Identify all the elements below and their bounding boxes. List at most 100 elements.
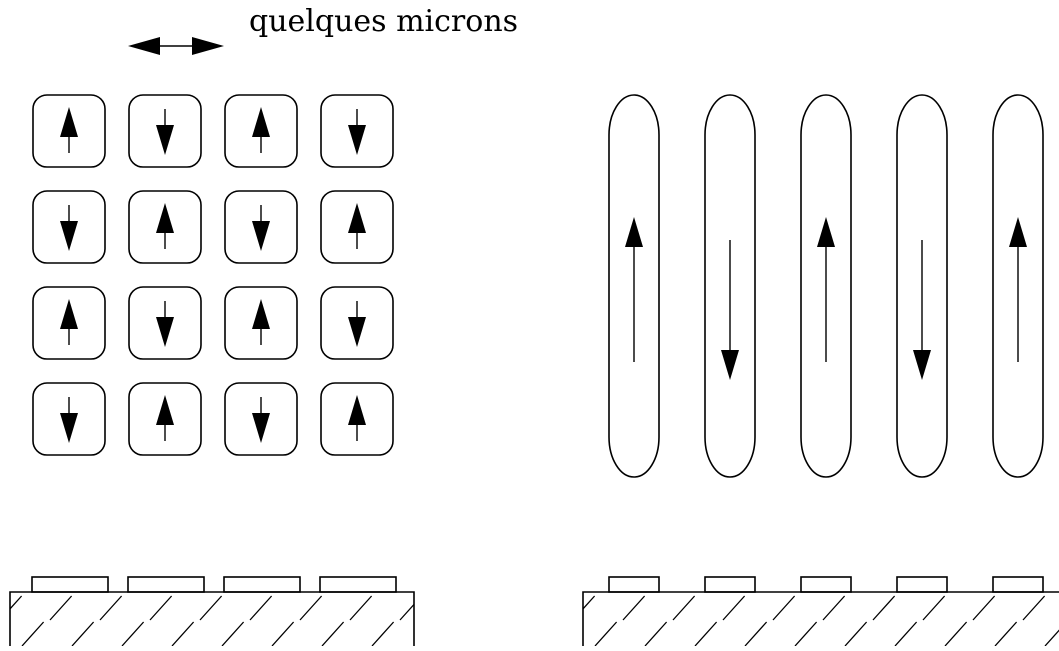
square-dot bbox=[224, 94, 298, 168]
magnetic-pad bbox=[608, 576, 660, 593]
arrow-head bbox=[156, 395, 174, 425]
square-dot bbox=[320, 190, 394, 264]
hatch-stroke bbox=[71, 621, 95, 646]
square-dot bbox=[128, 94, 202, 168]
magnetization-down-arrow-icon bbox=[913, 240, 931, 380]
hatch-stroke bbox=[722, 595, 746, 621]
magnetization-down-arrow-icon bbox=[60, 397, 78, 443]
substrate-hatching bbox=[583, 595, 1059, 646]
hatch-stroke bbox=[199, 595, 223, 621]
magnetic-pad bbox=[800, 576, 852, 593]
hatch-stroke bbox=[149, 595, 173, 621]
magnetization-up-arrow-icon bbox=[817, 217, 835, 362]
magnetization-up-arrow-icon bbox=[348, 395, 366, 441]
hatch-stroke bbox=[794, 621, 818, 646]
hatch-stroke bbox=[271, 621, 295, 646]
hatch-stroke bbox=[171, 621, 195, 646]
magnetization-up-arrow-icon bbox=[156, 395, 174, 441]
magnetic-pad bbox=[319, 576, 397, 593]
hatch-stroke bbox=[872, 595, 896, 621]
hatch-stroke bbox=[694, 621, 718, 646]
magnetization-down-arrow-icon bbox=[252, 397, 270, 443]
square-dot bbox=[224, 190, 298, 264]
magnetization-up-arrow-icon bbox=[1009, 217, 1027, 362]
hatch-stroke bbox=[10, 595, 23, 610]
magnetization-up-arrow-icon bbox=[156, 203, 174, 249]
arrow-head bbox=[913, 350, 931, 380]
hatch-stroke bbox=[594, 621, 618, 646]
arrow-head bbox=[348, 203, 366, 233]
arrow-head bbox=[156, 125, 174, 155]
square-dot bbox=[128, 382, 202, 456]
magnetization-up-arrow-icon bbox=[348, 203, 366, 249]
stripe bbox=[896, 94, 948, 478]
hatch-stroke bbox=[972, 595, 996, 621]
hatch-stroke bbox=[1044, 629, 1059, 646]
scale-label: quelques microns bbox=[249, 4, 519, 39]
left-cross-section bbox=[9, 576, 415, 646]
magnetization-down-arrow-icon bbox=[721, 240, 739, 380]
stripe-outline bbox=[608, 94, 660, 478]
stripe bbox=[704, 94, 756, 478]
magnetization-up-arrow-icon bbox=[60, 299, 78, 345]
magnetization-down-arrow-icon bbox=[156, 301, 174, 347]
stripe-array bbox=[608, 94, 1044, 478]
arrow-head bbox=[625, 217, 643, 247]
arrow-head bbox=[348, 125, 366, 155]
hatch-stroke bbox=[299, 595, 323, 621]
arrow-head bbox=[1009, 217, 1027, 247]
square-dot-outline bbox=[32, 190, 106, 264]
hatch-stroke bbox=[672, 595, 696, 621]
hatch-stroke bbox=[21, 621, 45, 646]
square-dot-outline bbox=[224, 382, 298, 456]
arrow-head bbox=[348, 317, 366, 347]
hatch-stroke bbox=[944, 621, 968, 646]
square-dot-outline bbox=[32, 382, 106, 456]
hatch-stroke bbox=[644, 621, 668, 646]
stripe bbox=[800, 94, 852, 478]
arrow-head bbox=[252, 107, 270, 137]
hatch-stroke bbox=[221, 621, 245, 646]
arrow-head bbox=[348, 395, 366, 425]
square-dot-outline bbox=[320, 286, 394, 360]
double-headed-arrow-icon bbox=[128, 37, 224, 55]
magnetization-up-arrow-icon bbox=[252, 299, 270, 345]
magnetization-up-arrow-icon bbox=[252, 107, 270, 153]
arrow-head bbox=[156, 317, 174, 347]
square-dot-outline bbox=[128, 94, 202, 168]
magnetization-up-arrow-icon bbox=[60, 107, 78, 153]
square-dot-outline bbox=[224, 190, 298, 264]
magnetic-pad bbox=[223, 576, 301, 593]
arrow-head bbox=[252, 413, 270, 443]
magnetization-down-arrow-icon bbox=[348, 301, 366, 347]
square-dot bbox=[224, 382, 298, 456]
square-dot-outline bbox=[320, 94, 394, 168]
magnetic-pad bbox=[896, 576, 948, 593]
hatch-stroke bbox=[49, 595, 73, 621]
arrow-head bbox=[60, 299, 78, 329]
magnetic-pad bbox=[704, 576, 756, 593]
hatch-stroke bbox=[622, 595, 646, 621]
magnetic-pad bbox=[992, 576, 1044, 593]
magnetization-down-arrow-icon bbox=[252, 205, 270, 251]
square-dot bbox=[32, 190, 106, 264]
hatch-stroke bbox=[772, 595, 796, 621]
square-dot bbox=[128, 190, 202, 264]
right-cross-section bbox=[582, 576, 1059, 646]
square-dot bbox=[32, 382, 106, 456]
stripe-outline bbox=[704, 94, 756, 478]
square-dot-outline bbox=[32, 286, 106, 360]
stripe bbox=[992, 94, 1044, 478]
magnetization-down-arrow-icon bbox=[60, 205, 78, 251]
stripe bbox=[608, 94, 660, 478]
scale-arrow-right-head bbox=[192, 37, 224, 55]
hatch-stroke bbox=[321, 621, 345, 646]
magnetization-down-arrow-icon bbox=[156, 109, 174, 155]
hatch-stroke bbox=[994, 621, 1018, 646]
magnetic-pad bbox=[127, 576, 205, 593]
square-dot-outline bbox=[128, 382, 202, 456]
square-dot bbox=[128, 286, 202, 360]
arrow-head bbox=[817, 217, 835, 247]
substrate-hatching bbox=[10, 595, 414, 646]
hatch-stroke bbox=[371, 621, 395, 646]
